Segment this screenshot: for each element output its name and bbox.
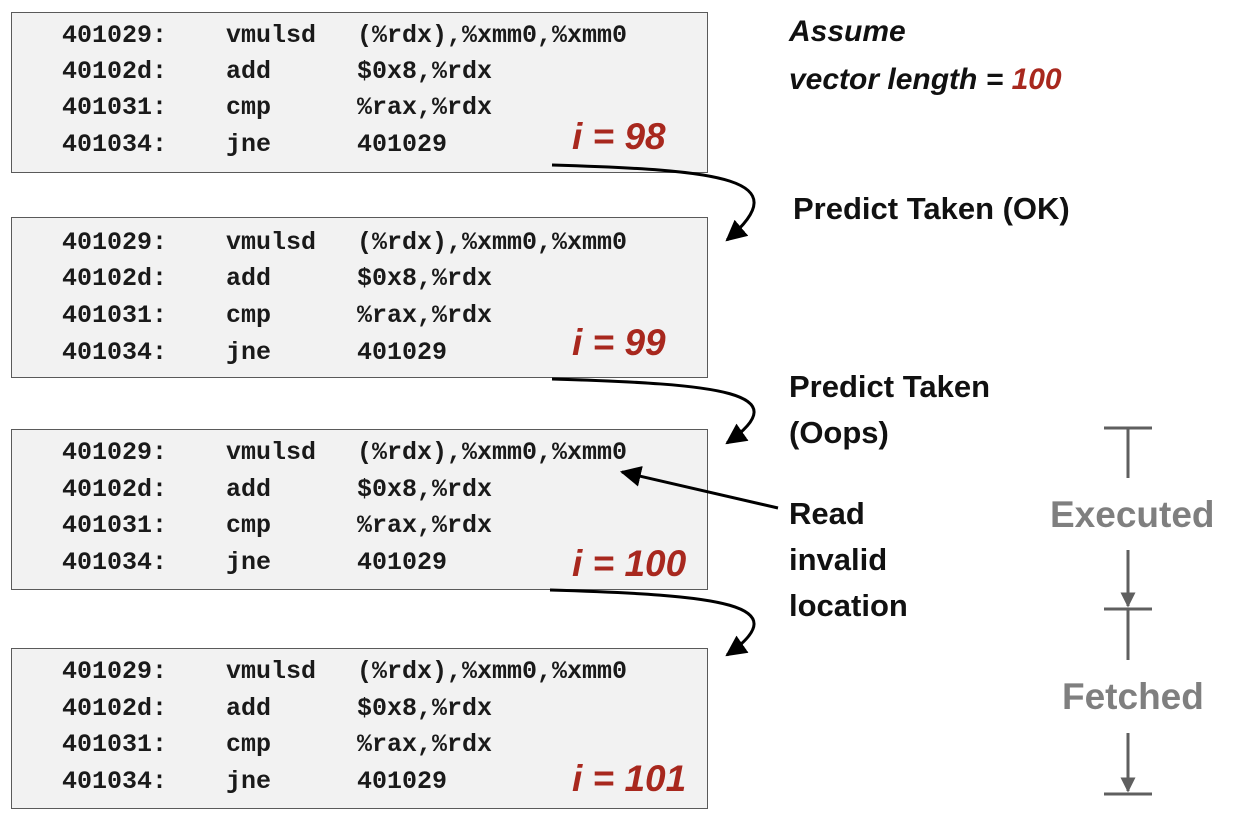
assumption-line-2: vector length = 100 — [789, 56, 1062, 104]
executed-label: Executed — [1050, 494, 1215, 535]
read-invalid-line-3: location — [789, 588, 908, 623]
opcode: cmp — [226, 301, 272, 330]
address: 401029: — [62, 657, 168, 686]
address: 401034: — [62, 130, 168, 159]
opcode: cmp — [226, 93, 272, 122]
opcode: add — [226, 475, 272, 504]
operands: 401029 — [357, 548, 448, 577]
opcode: vmulsd — [226, 228, 317, 257]
opcode: jne — [226, 548, 272, 577]
operands: %rax,%rdx — [357, 93, 493, 122]
address: 401029: — [62, 438, 168, 467]
code-block-iter-99: 401029: vmulsd (%rdx),%xmm0,%xmm0 40102d: a… — [11, 217, 708, 378]
invalid-read-arrow — [619, 466, 779, 510]
iteration-label: i = 98 — [572, 116, 666, 157]
executed-fetched-bracket — [1104, 426, 1152, 796]
predict-taken-ok-note: Predict Taken (OK) — [793, 191, 1070, 226]
operands: $0x8,%rdx — [357, 694, 493, 723]
operands: 401029 — [357, 767, 448, 796]
address: 40102d: — [62, 57, 168, 86]
opcode: jne — [226, 130, 272, 159]
iteration-label: i = 99 — [572, 322, 666, 363]
branch-arrow-99-to-100 — [551, 377, 756, 445]
predict-taken-oops-line-2: (Oops) — [789, 415, 889, 450]
vector-length-label: vector length = — [789, 63, 1012, 96]
opcode: vmulsd — [226, 657, 317, 686]
opcode: vmulsd — [226, 21, 317, 50]
assumption-note: Assume vector length = 100 — [789, 8, 1062, 104]
read-invalid-line-1: Read — [789, 496, 865, 531]
opcode: add — [226, 57, 272, 86]
operands: (%rdx),%xmm0,%xmm0 — [357, 21, 628, 50]
operands: %rax,%rdx — [357, 301, 493, 330]
operands: %rax,%rdx — [357, 730, 493, 759]
address: 401029: — [62, 21, 168, 50]
read-invalid-line-2: invalid — [789, 542, 888, 577]
opcode: jne — [226, 338, 272, 367]
operands: %rax,%rdx — [357, 511, 493, 540]
address: 401031: — [62, 730, 168, 759]
address: 40102d: — [62, 694, 168, 723]
opcode: add — [226, 264, 272, 293]
address: 40102d: — [62, 475, 168, 504]
address: 401034: — [62, 338, 168, 367]
address: 401031: — [62, 511, 168, 540]
branch-arrow-100-to-101 — [549, 588, 756, 657]
opcode: cmp — [226, 511, 272, 540]
address: 401031: — [62, 93, 168, 122]
operands: 401029 — [357, 130, 448, 159]
operands: $0x8,%rdx — [357, 264, 493, 293]
iteration-label: i = 101 — [572, 758, 687, 799]
fetched-label: Fetched — [1062, 676, 1204, 717]
predict-taken-oops-line-1: Predict Taken — [789, 369, 991, 404]
predict-taken-oops-note: Predict Taken (Oops) — [789, 364, 990, 456]
code-block-iter-100: 401029: vmulsd (%rdx),%xmm0,%xmm0 40102d: a… — [11, 429, 708, 590]
code-block-iter-98: 401029: vmulsd (%rdx),%xmm0,%xmm0 40102d: a… — [11, 12, 708, 173]
operands: (%rdx),%xmm0,%xmm0 — [357, 438, 628, 467]
code-block-iter-101: 401029: vmulsd (%rdx),%xmm0,%xmm0 40102d: a… — [11, 648, 708, 809]
address: 401034: — [62, 548, 168, 577]
address: 401034: — [62, 767, 168, 796]
opcode: jne — [226, 767, 272, 796]
vector-length-value: 100 — [1011, 63, 1062, 96]
opcode: add — [226, 694, 272, 723]
read-invalid-location-note: Read invalid location — [789, 491, 908, 629]
address: 40102d: — [62, 264, 168, 293]
address: 401029: — [62, 228, 168, 257]
opcode: vmulsd — [226, 438, 317, 467]
opcode: cmp — [226, 730, 272, 759]
operands: $0x8,%rdx — [357, 475, 493, 504]
operands: (%rdx),%xmm0,%xmm0 — [357, 657, 628, 686]
address: 401031: — [62, 301, 168, 330]
operands: $0x8,%rdx — [357, 57, 493, 86]
operands: 401029 — [357, 338, 448, 367]
assumption-line-1: Assume — [789, 15, 906, 48]
branch-arrow-98-to-99 — [551, 163, 756, 242]
operands: (%rdx),%xmm0,%xmm0 — [357, 228, 628, 257]
iteration-label: i = 100 — [572, 543, 687, 584]
